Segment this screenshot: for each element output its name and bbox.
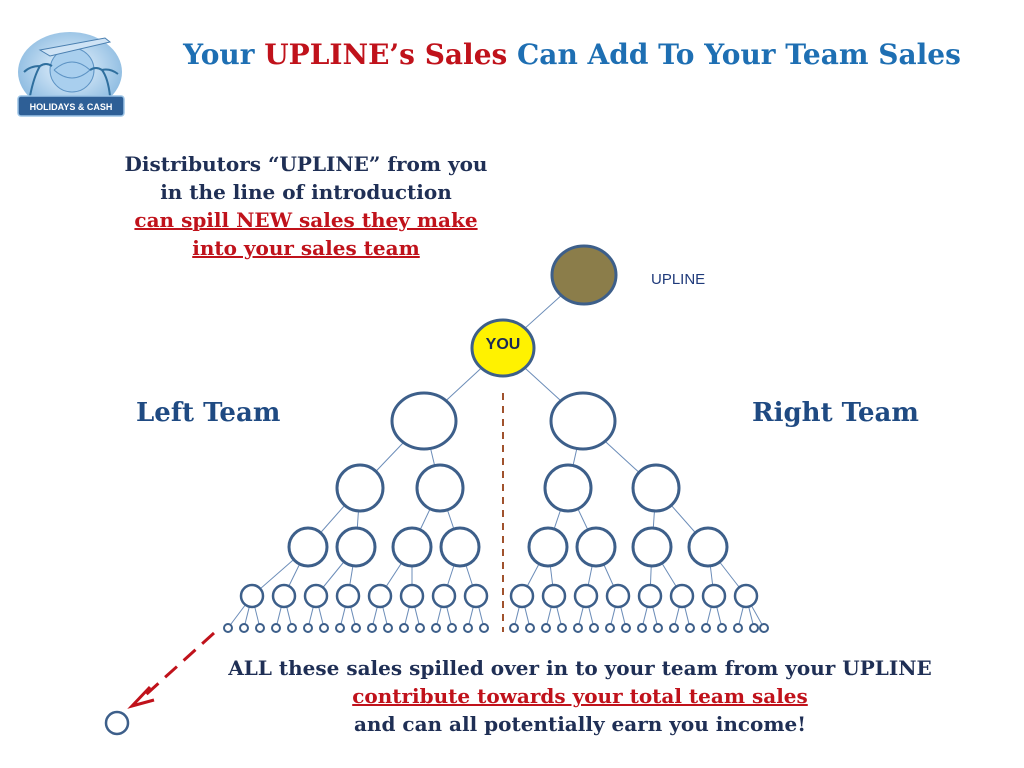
level-4-node (573, 583, 599, 609)
level-4-node (239, 583, 265, 609)
level-5-node (335, 623, 345, 633)
level-5-node (367, 623, 377, 633)
level-5-node (383, 623, 393, 633)
level-1-node (549, 391, 617, 451)
level-3-node (335, 526, 377, 568)
level-5-node (733, 623, 743, 633)
level-3-node (287, 526, 329, 568)
level-4-node (463, 583, 489, 609)
intro-line-2: in the line of introduction (160, 180, 452, 204)
level-4-node (733, 583, 759, 609)
level-4-node (637, 583, 663, 609)
level-5-node (415, 623, 425, 633)
level-1-node (390, 391, 458, 451)
level-5-node (653, 623, 663, 633)
upline-label: UPLINE (651, 271, 706, 288)
level-2-node (543, 463, 593, 513)
level-3-node (687, 526, 729, 568)
level-5-node (223, 623, 233, 633)
level-5-node (637, 623, 647, 633)
level-4-node (541, 583, 567, 609)
level-5-node (749, 623, 759, 633)
intro-line-3: can spill NEW sales they make (134, 208, 478, 232)
level-5-node (717, 623, 727, 633)
level-4-node (399, 583, 425, 609)
level-3-node (631, 526, 673, 568)
you-node (470, 318, 536, 378)
bottom-line-1: ALL these sales spilled over in to your … (228, 656, 932, 680)
you-label: YOU (485, 336, 521, 353)
intro-line-4: into your sales team (192, 236, 420, 260)
title-part-1: Your (183, 38, 265, 71)
level-4-node (335, 583, 361, 609)
level-5-node (463, 623, 473, 633)
level-5-node (573, 623, 583, 633)
level-5-node (447, 623, 457, 633)
intro-text: Distributors “UPLINE” from you in the li… (96, 150, 516, 262)
right-team-label: Right Team (752, 398, 919, 428)
level-5-node (351, 623, 361, 633)
level-2-node (631, 463, 681, 513)
level-5-node (701, 623, 711, 633)
level-5-node (239, 623, 249, 633)
level-4-node (509, 583, 535, 609)
level-5-node (669, 623, 679, 633)
title-upline-sales: UPLINE’s Sales (264, 38, 508, 71)
level-5-node (621, 623, 631, 633)
spill-arrow-line (138, 631, 216, 702)
upline-node (550, 244, 618, 306)
left-team-label: Left Team (136, 398, 281, 428)
level-2-node (335, 463, 385, 513)
level-5-node (525, 623, 535, 633)
level-4-node (701, 583, 727, 609)
level-5-node (399, 623, 409, 633)
bottom-line-2: contribute towards your total team sales (352, 684, 808, 708)
level-4-node (271, 583, 297, 609)
level-5-node (589, 623, 599, 633)
page-title: Your UPLINE’s Sales Can Add To Your Team… (0, 38, 1024, 71)
bottom-line-3: and can all potentially earn you income! (353, 712, 807, 736)
level-4-node (669, 583, 695, 609)
level-5-node (759, 623, 769, 633)
level-5-node (541, 623, 551, 633)
logo-text: HOLIDAYS & CASH (30, 102, 113, 112)
level-2-node (415, 463, 465, 513)
level-5-node (557, 623, 567, 633)
level-3-node (391, 526, 433, 568)
intro-line-1: Distributors “UPLINE” from you (124, 152, 488, 176)
title-part-3: Can Add To Your Team Sales (507, 38, 961, 71)
spill-arrow-head (127, 685, 155, 709)
level-3-node (575, 526, 617, 568)
outside-node (104, 710, 130, 736)
level-5-node (479, 623, 489, 633)
level-4-node (605, 583, 631, 609)
level-5-node (271, 623, 281, 633)
level-5-node (509, 623, 519, 633)
level-3-node (439, 526, 481, 568)
level-5-node (287, 623, 297, 633)
level-4-node (303, 583, 329, 609)
level-4-node (431, 583, 457, 609)
level-5-node (605, 623, 615, 633)
holidays-cash-logo: HOLIDAYS & CASH (17, 32, 125, 117)
level-5-node (319, 623, 329, 633)
level-5-node (685, 623, 695, 633)
level-3-node (527, 526, 569, 568)
level-5-node (431, 623, 441, 633)
tree-nodes (223, 244, 769, 633)
level-5-node (255, 623, 265, 633)
bottom-text: ALL these sales spilled over in to your … (190, 654, 970, 738)
level-5-node (303, 623, 313, 633)
level-4-node (367, 583, 393, 609)
